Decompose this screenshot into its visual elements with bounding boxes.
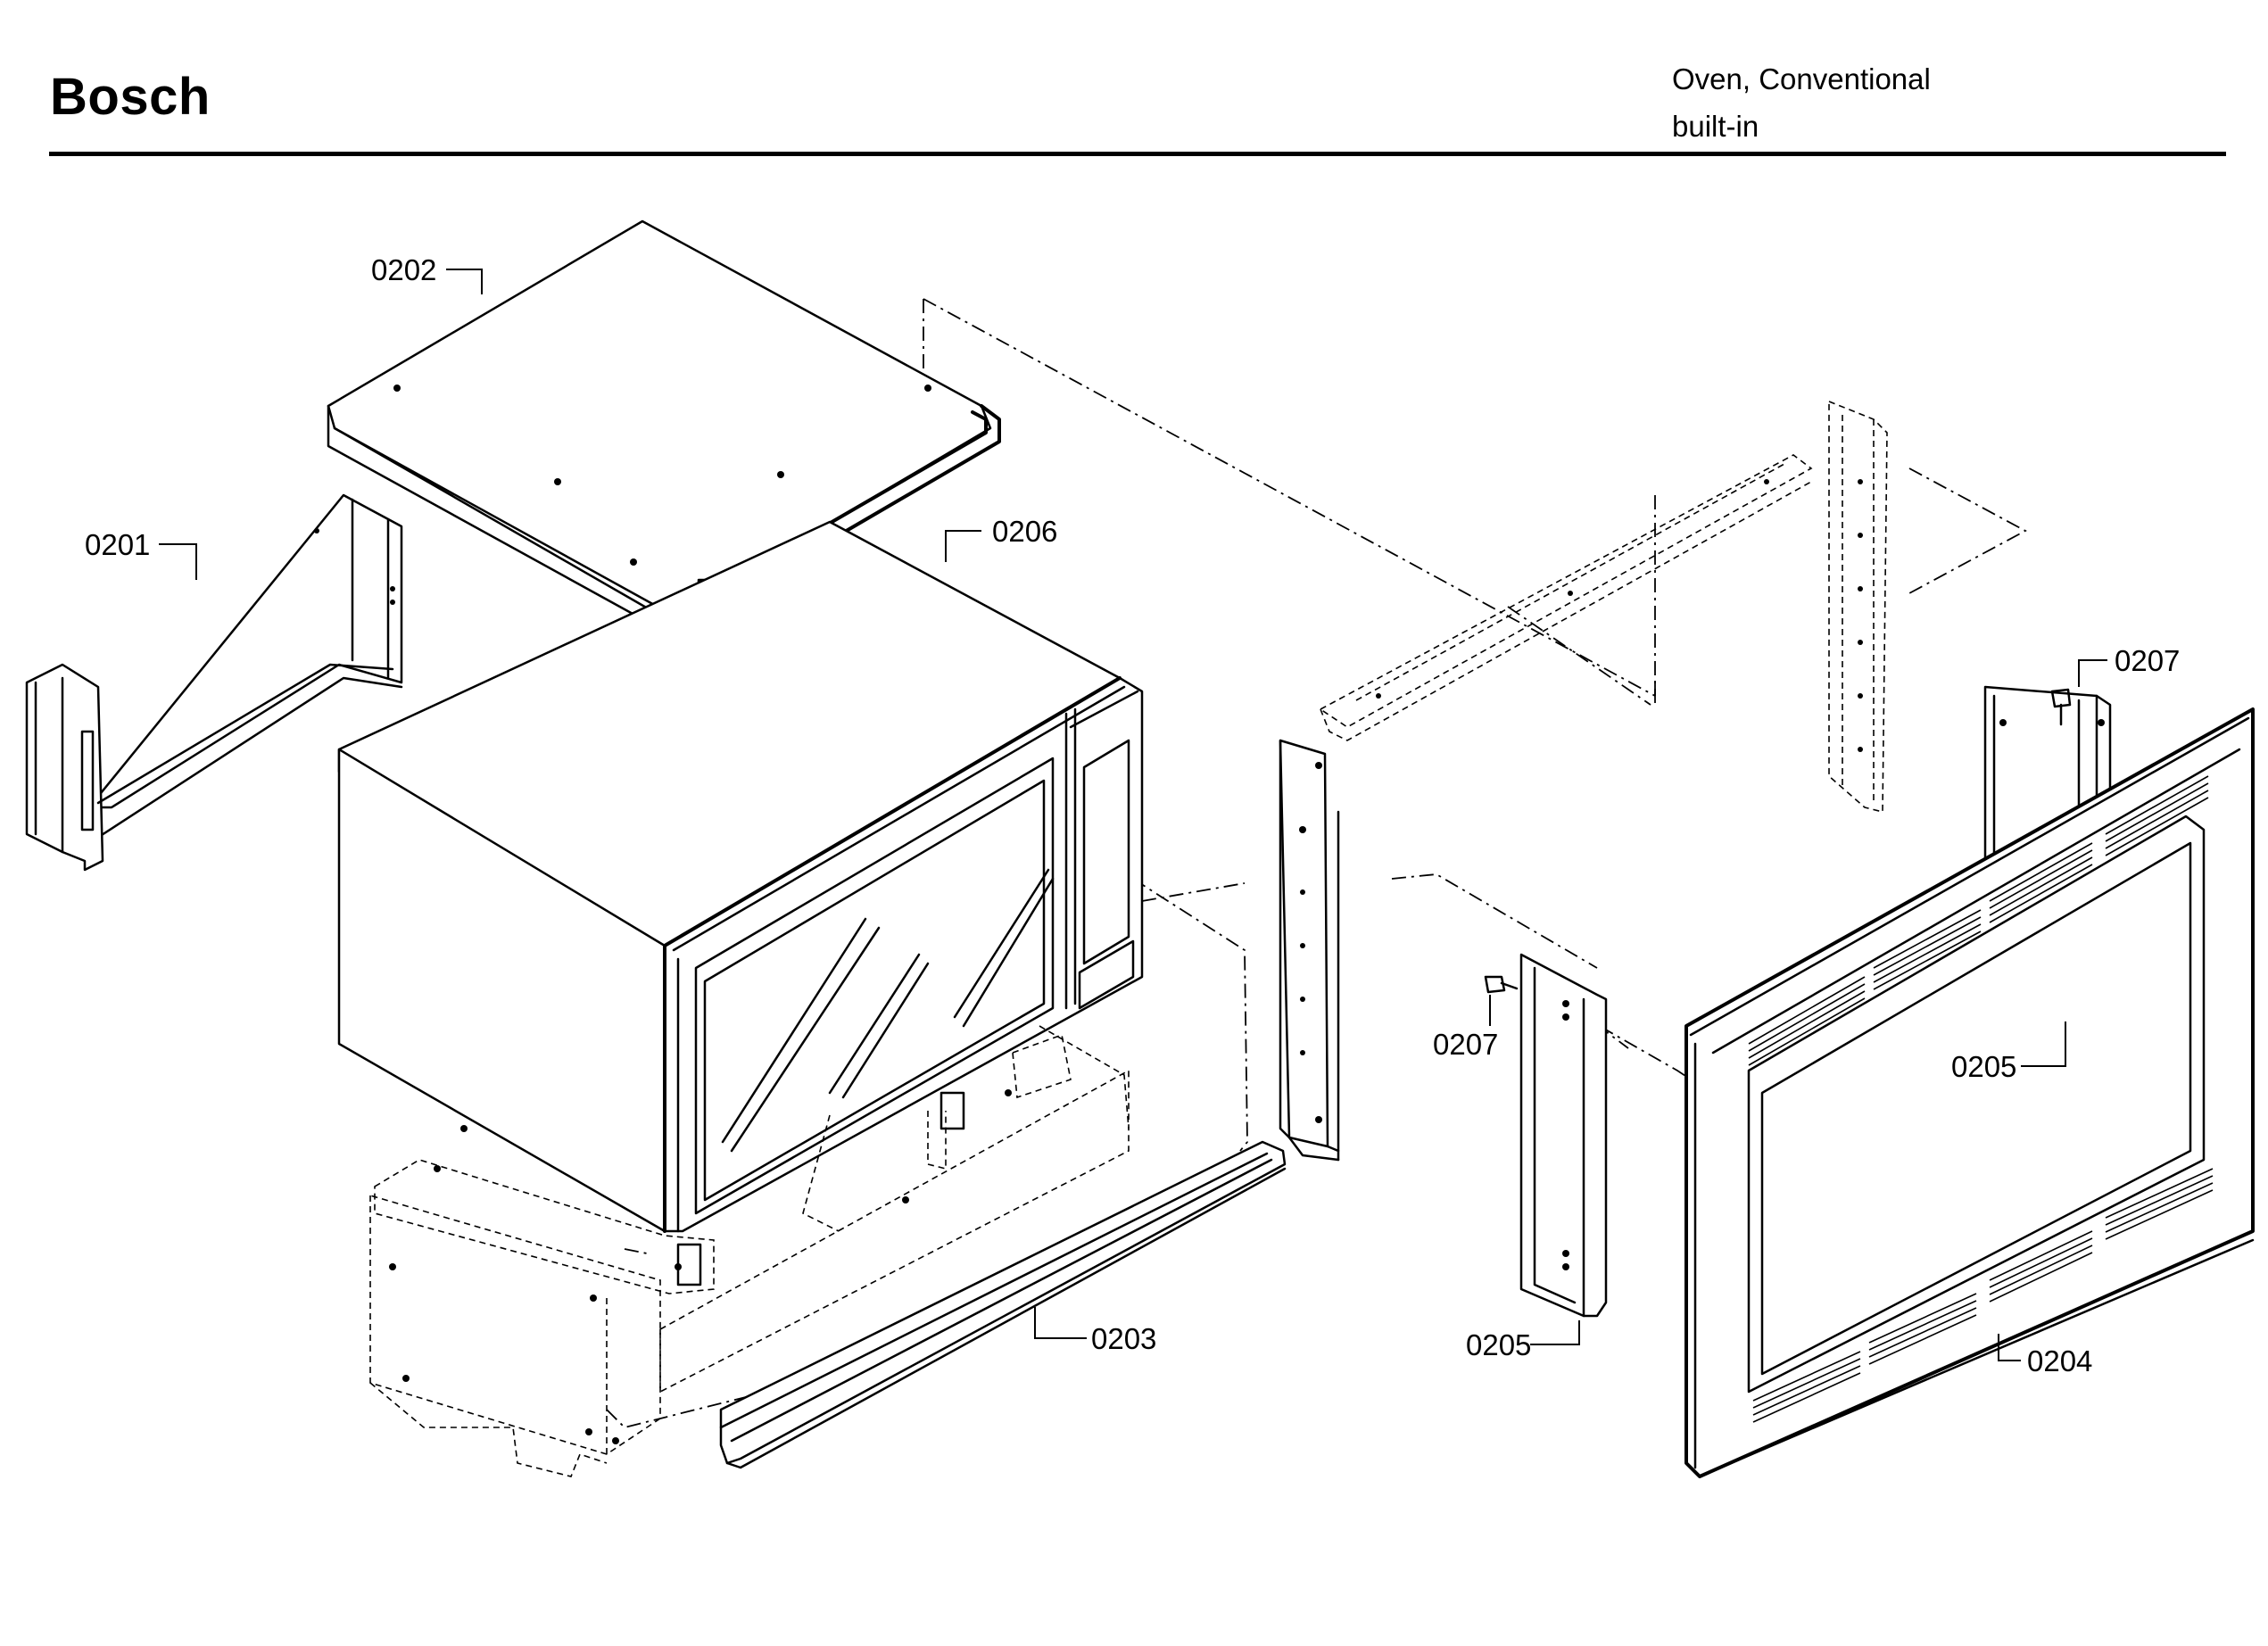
header-rule [49, 152, 2226, 156]
brand-title: Bosch [50, 68, 211, 126]
center-mounting-rail [1279, 739, 1340, 1162]
bottom-vent-1 [1752, 1351, 1861, 1423]
part-0207-right-screw [2050, 688, 2072, 726]
base-support-frame [369, 1025, 1130, 1477]
callout-0202: 0202 [371, 253, 436, 286]
part-0201-side-panel [25, 493, 403, 872]
callout-labels: 0202 0201 0206 0203 0205 0205 0204 0207 … [85, 253, 2180, 1377]
bottom-vent-4 [2105, 1168, 2214, 1240]
bottom-vent-3 [1989, 1230, 2093, 1303]
product-description: Oven, Conventional built-in [1672, 55, 1931, 150]
product-type: Oven, Conventional [1672, 62, 1931, 95]
callout-leaders [159, 269, 2107, 1361]
callout-0205-right: 0205 [1951, 1050, 2016, 1083]
trim-frame-vents [1748, 775, 2214, 1423]
top-vent-3 [1989, 842, 2093, 923]
top-mounting-rail [1319, 454, 1813, 741]
top-vent-4 [2105, 775, 2209, 856]
callout-0206: 0206 [992, 515, 1057, 548]
right-mounting-rail [1828, 400, 1888, 814]
callout-0207-right: 0207 [2115, 644, 2180, 677]
callout-0201: 0201 [85, 528, 150, 561]
part-0206-oven-body [337, 520, 1144, 1233]
top-vent-1 [1748, 976, 1866, 1066]
product-subtype: built-in [1672, 110, 1759, 143]
top-vent-2 [1873, 909, 1982, 990]
bottom-vent-2 [1868, 1293, 1977, 1365]
callout-0203: 0203 [1091, 1322, 1156, 1355]
part-0205-left-bracket [1519, 953, 1608, 1318]
part-0207-left-screw [1484, 975, 1519, 994]
part-0204-trim-frame [1684, 707, 2255, 1478]
part-0203-bottom-trim [719, 1140, 1287, 1469]
callout-0205-left: 0205 [1466, 1328, 1531, 1361]
callout-0207-left: 0207 [1433, 1028, 1498, 1061]
callout-0204: 0204 [2027, 1344, 2092, 1377]
